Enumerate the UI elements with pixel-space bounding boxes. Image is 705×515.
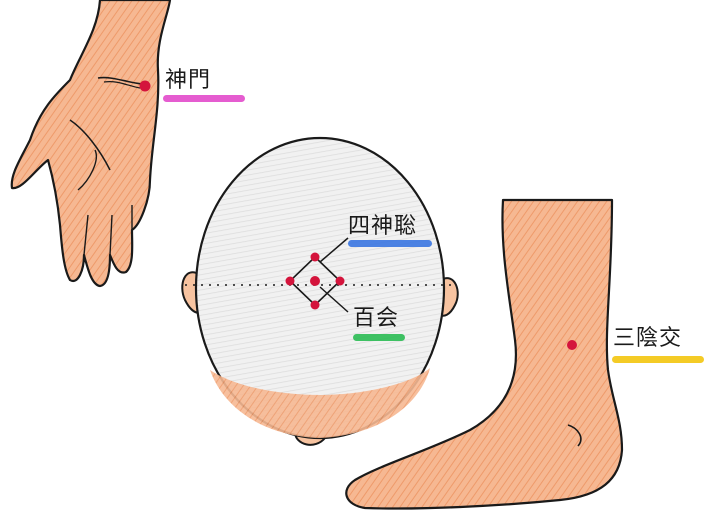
shenmen-point: [140, 81, 151, 92]
sanyinjiao-label: 三陰交: [613, 328, 682, 350]
sishencong-point: [311, 253, 320, 262]
head-illustration: [182, 138, 457, 445]
shenmen-highlight: [163, 95, 245, 102]
sishencong-point: [311, 301, 320, 310]
hand-illustration: [12, 0, 170, 286]
baihui-label: 百会: [353, 308, 399, 330]
baihui-point: [310, 276, 320, 286]
sishencong-point: [286, 277, 295, 286]
sishencong-label: 四神聡: [348, 216, 417, 238]
sanyinjiao-highlight: [612, 356, 704, 363]
sanyinjiao-point: [567, 340, 577, 350]
hand-outline: [12, 0, 170, 286]
shenmen-label: 神門: [165, 70, 211, 92]
baihui-highlight: [353, 334, 405, 341]
sishencong-highlight: [348, 240, 432, 247]
sishencong-point: [336, 277, 345, 286]
